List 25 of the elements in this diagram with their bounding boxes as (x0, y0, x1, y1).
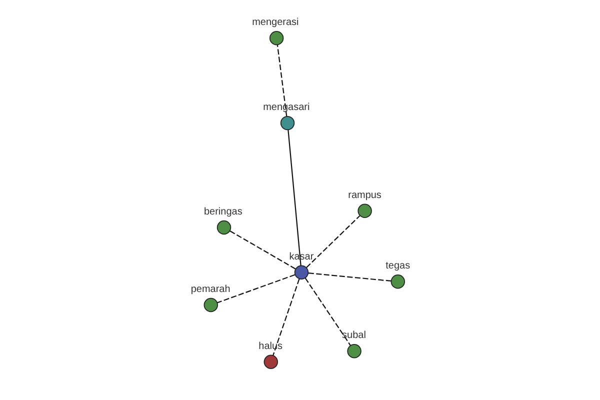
node-circle (294, 265, 308, 280)
connector (306, 215, 360, 268)
node-label: subal (342, 330, 366, 342)
connector (308, 272, 391, 282)
node-label: halus (258, 340, 282, 352)
node-label: mengerasi (252, 17, 298, 28)
connector (287, 130, 301, 266)
node-circle (346, 344, 361, 358)
node-label: beringas (204, 206, 242, 218)
node-circle (263, 354, 278, 369)
node-circle (357, 204, 372, 218)
node-circle (203, 298, 218, 312)
connector (276, 44, 287, 116)
node-circle (268, 31, 284, 46)
node-label: tegas (385, 260, 410, 272)
node-label: mengasari (262, 102, 310, 113)
node-label: rampus (348, 190, 381, 201)
node-circle (390, 274, 404, 289)
connector (272, 278, 300, 356)
node-circle (216, 220, 231, 235)
node-circle (280, 116, 294, 130)
node-label: pemarah (190, 284, 230, 295)
connector (229, 230, 296, 270)
connector (304, 278, 350, 346)
connector (216, 274, 295, 304)
